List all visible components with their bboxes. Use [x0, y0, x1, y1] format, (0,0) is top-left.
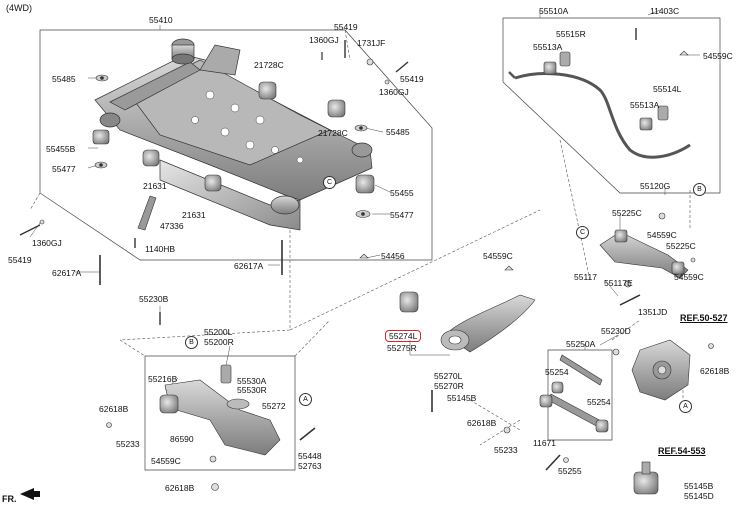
part-label-55250A[interactable]: 55250A — [566, 339, 596, 349]
part-label-55145B[interactable]: 55145B — [447, 393, 477, 403]
rear-subframe — [94, 38, 373, 231]
part-label-55270L[interactable]: 55270L — [434, 371, 463, 381]
part-label-11403C[interactable]: 11403C — [650, 6, 680, 16]
part-label-1360GJ[interactable]: 1360GJ — [32, 238, 62, 248]
part-label-55117[interactable]: 55117 — [574, 272, 598, 282]
part-label-54456[interactable]: 54456 — [381, 251, 405, 261]
part-label-55200R[interactable]: 55200R — [204, 337, 234, 347]
part-label-55274L[interactable]: 55274L — [385, 330, 422, 342]
part-label-55485[interactable]: 55485 — [386, 127, 410, 137]
knuckle — [612, 339, 714, 401]
part-label-86590[interactable]: 86590 — [170, 434, 194, 444]
part-label-54559C[interactable]: 54559C — [647, 230, 677, 240]
part-label-55530A[interactable]: 55530A — [237, 376, 267, 386]
part-label-47336[interactable]: 47336 — [160, 221, 184, 231]
part-label-55515R[interactable]: 55515R — [556, 29, 586, 39]
callout-a: A — [299, 393, 312, 406]
dashed-leaders — [29, 29, 691, 446]
part-label-1140HB[interactable]: 1140HB — [145, 244, 176, 254]
part-label-55410[interactable]: 55410 — [149, 15, 173, 25]
part-label-55200L[interactable]: 55200L — [204, 327, 233, 337]
part-label-55419[interactable]: 55419 — [400, 74, 424, 84]
part-label-55225C[interactable]: 55225C — [612, 208, 642, 218]
part-label-55477[interactable]: 55477 — [390, 210, 414, 220]
part-label-55419[interactable]: 55419 — [334, 22, 358, 32]
upper-arm — [599, 212, 696, 306]
front-direction-label: FR. — [2, 494, 17, 504]
part-label-55530R[interactable]: 55530R — [237, 385, 267, 395]
part-label-1731JF[interactable]: 1731JF — [357, 38, 386, 48]
part-label-55145D[interactable]: 55145D — [684, 491, 714, 501]
callout-a: A — [679, 400, 692, 413]
callout-b: B — [185, 336, 198, 349]
part-label-55255[interactable]: 55255 — [558, 466, 582, 476]
part-label-55514L[interactable]: 55514L — [653, 84, 682, 94]
lower-arm-group-box — [144, 355, 296, 471]
ref-link-54-553[interactable]: REF.54-553 — [658, 446, 706, 456]
part-label-55233[interactable]: 55233 — [116, 439, 140, 449]
part-label-21728C[interactable]: 21728C — [254, 60, 284, 70]
part-label-55455[interactable]: 55455 — [390, 188, 414, 198]
stabilizer-parts — [543, 28, 689, 131]
subframe-bushings — [19, 40, 409, 285]
part-label-55272[interactable]: 55272 — [262, 401, 286, 411]
part-label-52763[interactable]: 52763 — [298, 461, 322, 471]
part-label-55254[interactable]: 55254 — [545, 367, 569, 377]
part-label-55448[interactable]: 55448 — [298, 451, 322, 461]
shock-mount — [633, 461, 659, 495]
part-label-55233[interactable]: 55233 — [494, 445, 518, 455]
link-group-box — [547, 349, 613, 441]
part-label-62617A[interactable]: 62617A — [234, 261, 264, 271]
part-label-62618B[interactable]: 62618B — [467, 418, 497, 428]
part-label-54559C[interactable]: 54559C — [483, 251, 513, 261]
ref-link-50-527[interactable]: REF.50-527 — [680, 313, 728, 323]
part-label-55270R[interactable]: 55270R — [434, 381, 464, 391]
part-label-1351JD[interactable]: 1351JD — [638, 307, 668, 317]
lateral-links — [503, 354, 609, 471]
part-label-62618B[interactable]: 62618B — [99, 404, 129, 414]
part-label-55230D[interactable]: 55230D — [601, 326, 631, 336]
stabilizer-group-box — [502, 17, 721, 194]
part-label-55120G[interactable]: 55120G — [640, 181, 671, 191]
part-label-55513A[interactable]: 55513A — [533, 42, 563, 52]
solid-leaders — [29, 9, 700, 391]
variant-label: (4WD) — [6, 3, 32, 13]
part-label-55455B[interactable]: 55455B — [46, 144, 76, 154]
part-label-55216B[interactable]: 55216B — [148, 374, 178, 384]
part-label-55485[interactable]: 55485 — [52, 74, 76, 84]
part-label-62617A[interactable]: 62617A — [52, 268, 82, 278]
trailing-arm — [399, 265, 536, 412]
front-arrow-icon — [20, 488, 40, 500]
part-label-54559C[interactable]: 54559C — [703, 51, 733, 61]
part-label-55477[interactable]: 55477 — [52, 164, 76, 174]
part-label-55225C[interactable]: 55225C — [666, 241, 696, 251]
part-label-55419[interactable]: 55419 — [8, 255, 32, 265]
part-label-55254[interactable]: 55254 — [587, 397, 611, 407]
part-label-21631[interactable]: 21631 — [182, 210, 206, 220]
part-label-11671[interactable]: 11671 — [533, 438, 557, 448]
part-label-21728C[interactable]: 21728C — [318, 128, 348, 138]
part-label-54559C[interactable]: 54559C — [151, 456, 181, 466]
stabilizer-bar — [508, 71, 691, 159]
part-label-62618B[interactable]: 62618B — [700, 366, 730, 376]
callout-c: C — [323, 176, 336, 189]
lower-control-arm — [106, 312, 316, 491]
part-label-21631[interactable]: 21631 — [143, 181, 167, 191]
part-label-55513A[interactable]: 55513A — [630, 100, 660, 110]
part-label-1360GJ[interactable]: 1360GJ — [309, 35, 339, 45]
part-label-54559C[interactable]: 54559C — [674, 272, 704, 282]
part-label-55275R[interactable]: 55275R — [387, 343, 417, 353]
part-label-55230B[interactable]: 55230B — [139, 294, 169, 304]
part-label-1360GJ[interactable]: 1360GJ — [379, 87, 409, 97]
part-label-55117E[interactable]: 55117E — [604, 278, 633, 288]
part-label-55510A[interactable]: 55510A — [539, 6, 569, 16]
callout-b: B — [693, 183, 706, 196]
part-label-62618B[interactable]: 62618B — [165, 483, 195, 493]
callout-c: C — [576, 226, 589, 239]
part-label-55145B[interactable]: 55145B — [684, 481, 714, 491]
